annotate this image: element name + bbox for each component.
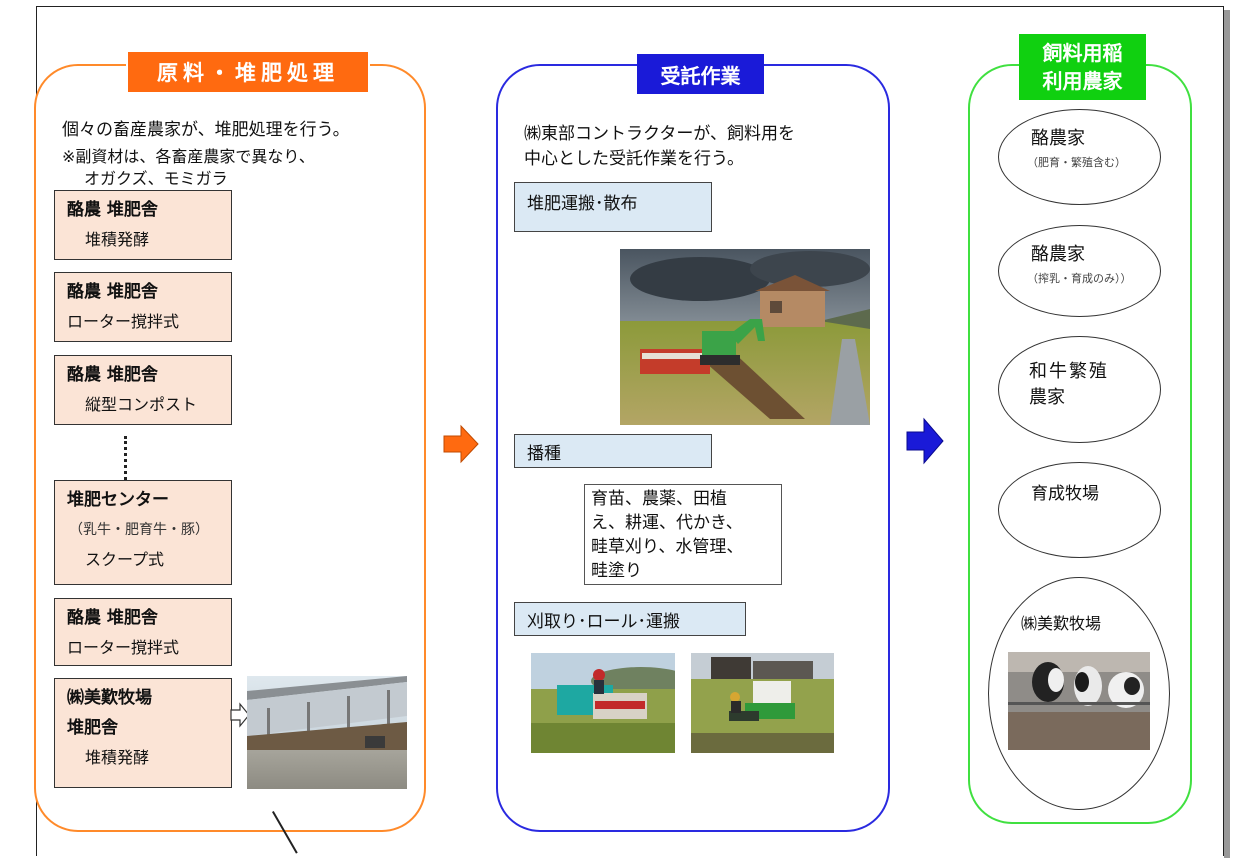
farm-dairy-fattening: 酪農家 （肥育・繁殖含む） <box>998 109 1161 205</box>
compost-shed-photo <box>247 676 407 789</box>
step-title: 酪農 堆肥舎 <box>67 608 158 628</box>
frame-shadow <box>1224 10 1230 858</box>
farm-name: 酪農家 <box>1031 244 1085 265</box>
step-subtitle: 縦型コンポスト <box>85 395 198 414</box>
step-subtitle: ローター撹拌式 <box>67 312 180 331</box>
step-subtitle: 堆積発酵 <box>85 230 150 249</box>
farm-name: ㈱美歎牧場 <box>1021 614 1102 633</box>
label-line2: 利用農家 <box>1042 69 1123 93</box>
sowing-details-box: 育苗、農薬、田植 え、耕運、代かき、 畦草刈り、水管理、 畦塗り <box>584 484 782 585</box>
sowing-detail-line: 畦草刈り、水管理、 <box>591 537 744 557</box>
sowing-detail-line: 畦塗り <box>591 561 642 581</box>
panel1-intro-line2: ※副資材は、各畜産農家で異なり、 <box>62 147 315 166</box>
step-title-2: 堆肥舎 <box>67 718 118 738</box>
farm-name-line2: 農家 <box>1029 387 1065 408</box>
panel2-intro-line2: 中心とした受託作業を行う。 <box>524 149 744 169</box>
panel1-intro-line3: オガクズ、モミガラ <box>84 169 228 188</box>
step-subtitle: スクープ式 <box>85 550 165 569</box>
arrow-right-orange-icon <box>443 424 479 464</box>
label-line1: 飼料用稲 <box>1042 41 1123 65</box>
step-subtitle: 堆積発酵 <box>85 748 150 767</box>
step-mitaki-ranch: ㈱美歎牧場 堆肥舎 堆積発酵 <box>54 678 232 788</box>
hollow-arrow-icon <box>230 702 250 728</box>
excavator-field-photo <box>620 249 870 425</box>
farm-note: （搾乳・育成のみ）） <box>1027 272 1132 285</box>
step-title: 酪農 堆肥舎 <box>67 200 158 220</box>
panel-contract-work-label: 受託作業 <box>637 54 764 94</box>
step-title: 酪農 堆肥舎 <box>67 282 158 302</box>
farm-name-line1: 和牛繁殖 <box>1029 361 1109 382</box>
task-compost-transport: 堆肥運搬･散布 <box>514 182 712 232</box>
farm-dairy-milking: 酪農家 （搾乳・育成のみ）） <box>998 225 1161 317</box>
step-subtitle: ローター撹拌式 <box>67 638 180 657</box>
step-dairy-compost-2: 酪農 堆肥舎 ローター撹拌式 <box>54 272 232 342</box>
sowing-detail-line: 育苗、農薬、田植 <box>591 489 727 509</box>
task-harvest-roll-transport: 刈取り･ロール･運搬 <box>514 602 746 636</box>
panel-raw-material-label: 原料・堆肥処理 <box>126 50 370 94</box>
step-dairy-compost-3: 酪農 堆肥舎 縦型コンポスト <box>54 355 232 425</box>
farm-wagyu-breeding: 和牛繁殖 農家 <box>998 336 1161 443</box>
step-dairy-compost-4: 酪農 堆肥舎 ローター撹拌式 <box>54 598 232 666</box>
harvester-photo <box>531 653 675 753</box>
farm-name: 育成牧場 <box>1031 484 1099 504</box>
farm-name: 酪農家 <box>1031 128 1085 149</box>
farm-note: （肥育・繁殖含む） <box>1027 156 1126 169</box>
sowing-detail-line: え、耕運、代かき、 <box>591 513 743 533</box>
panel2-intro-line1: ㈱東部コントラクターが、飼料用を <box>524 124 795 144</box>
panel1-intro-line1: 個々の畜産農家が、堆肥処理を行う。 <box>62 120 350 140</box>
step-dairy-compost-1: 酪農 堆肥舎 堆積発酵 <box>54 190 232 260</box>
roll-baler-photo <box>691 653 834 753</box>
step-title: 堆肥センター <box>67 490 169 510</box>
arrow-right-blue-icon <box>906 417 944 465</box>
step-title: 酪農 堆肥舎 <box>67 365 158 385</box>
vertical-ellipsis <box>124 436 127 480</box>
task-sowing: 播種 <box>514 434 712 468</box>
step-compost-center: 堆肥センター （乳牛・肥育牛・豚） スクープ式 <box>54 480 232 585</box>
cattle-barn-photo <box>1008 652 1150 750</box>
step-subtitle-2: （乳牛・肥育牛・豚） <box>69 522 209 538</box>
step-title: ㈱美歎牧場 <box>67 688 152 708</box>
farm-rearing-ranch: 育成牧場 <box>998 462 1161 558</box>
panel-feed-rice-users-label: 飼料用稲 利用農家 <box>1019 34 1146 100</box>
